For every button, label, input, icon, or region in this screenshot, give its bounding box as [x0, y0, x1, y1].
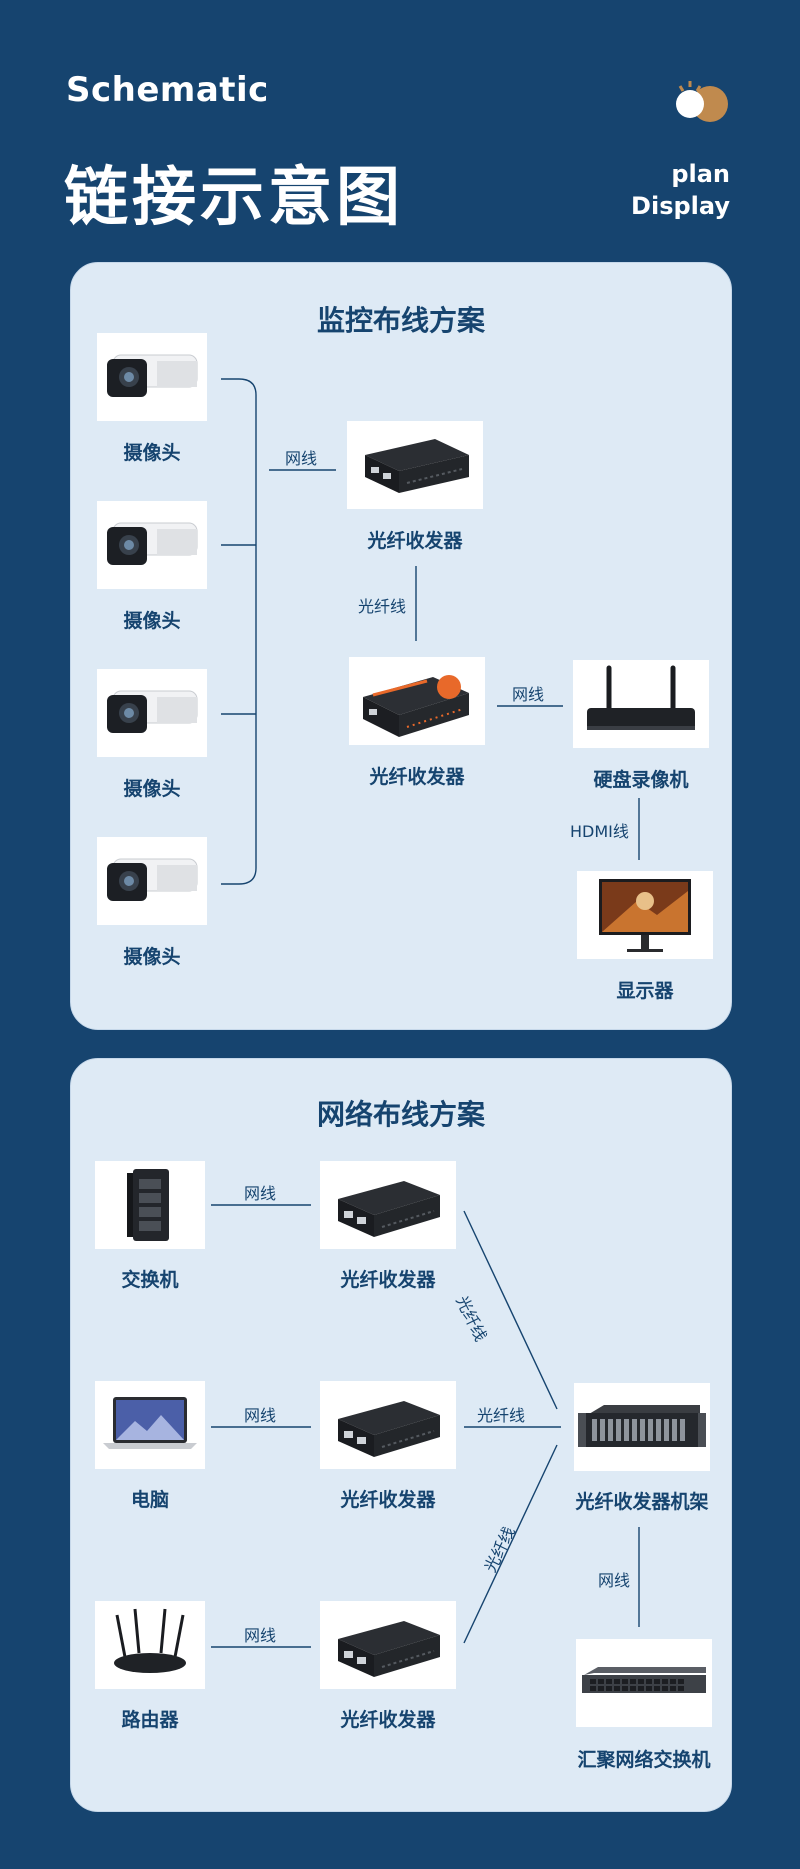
display-line: Display: [631, 192, 730, 220]
transceiver-rack-icon: [578, 1405, 706, 1447]
switch-image: [95, 1161, 205, 1249]
edge-label-fiber-3: 光纤线: [480, 1523, 519, 1576]
edge-label-net-2: 网线: [244, 1406, 277, 1425]
page-title: 链接示意图: [64, 161, 404, 235]
fiber-transceiver-icon: [338, 1181, 440, 1237]
transceiver-top-label: 光纤收发器: [367, 530, 463, 552]
camera-label-1: 摄像头: [123, 442, 181, 464]
nvr-icon: [587, 665, 695, 730]
camera-bracket: [221, 378, 257, 885]
edge-label-network: 网线: [285, 449, 318, 468]
transceiver-3-label: 光纤收发器: [340, 1709, 436, 1731]
router-icon: [114, 1608, 186, 1673]
header-subtitle: Schematic: [66, 70, 269, 110]
monitoring-panel: 监控布线方案 摄像头 摄像头: [70, 262, 732, 1030]
edge-label-hdmi: HDMI线: [570, 822, 629, 841]
fiber-transceiver-icon: [338, 1401, 440, 1457]
camera-icon: [107, 858, 198, 901]
edge-label-fiber: 光纤线: [358, 597, 407, 616]
core-switch-label: 汇聚网络交换机: [577, 1749, 711, 1771]
camera-label-4: 摄像头: [123, 946, 181, 968]
network-title: 网络布线方案: [316, 1098, 485, 1131]
laptop-icon: [103, 1397, 197, 1449]
router-label: 路由器: [121, 1709, 179, 1731]
edge-label-network-2: 网线: [512, 685, 545, 704]
monitor-icon: [599, 879, 691, 952]
nvr-label: 硬盘录像机: [593, 769, 689, 791]
core-switch-image: [576, 1639, 712, 1727]
switch-label: 交换机: [121, 1269, 179, 1291]
camera-label-2: 摄像头: [123, 610, 181, 632]
camera-icon: [107, 354, 198, 397]
transceiver-2-label: 光纤收发器: [340, 1489, 436, 1511]
camera-image: [97, 501, 207, 589]
transceiver-image: [320, 1601, 456, 1689]
network-panel: 网络布线方案 交换机 网线 光纤收发器 光纤线: [70, 1058, 732, 1812]
edge-label-fiber-1: 光纤线: [452, 1292, 491, 1345]
transceiver-1-label: 光纤收发器: [340, 1269, 436, 1291]
edge-label-net-3: 网线: [244, 1626, 277, 1645]
transceiver-image: [347, 421, 483, 509]
transceiver-image: [349, 657, 485, 745]
camera-label-3: 摄像头: [123, 778, 181, 800]
brand-dots-icon: [676, 81, 728, 122]
fiber-transceiver-icon: [365, 439, 469, 493]
industrial-switch-icon: [127, 1169, 169, 1241]
network-switch-icon: [582, 1667, 706, 1693]
rack-label: 光纤收发器机架: [575, 1491, 709, 1513]
camera-image: [97, 669, 207, 757]
transceiver-bottom-label: 光纤收发器: [369, 766, 465, 788]
camera-icon: [107, 522, 198, 565]
camera-image: [97, 837, 207, 925]
fiber-transceiver-icon: [338, 1621, 440, 1677]
router-image: [95, 1601, 205, 1689]
edge-label-net-1: 网线: [244, 1184, 277, 1203]
edge-label-net-rack: 网线: [598, 1571, 631, 1590]
pc-label: 电脑: [130, 1489, 169, 1511]
pc-image: [95, 1381, 205, 1469]
transceiver-image: [320, 1161, 456, 1249]
nvr-image: [573, 660, 709, 748]
rack-image: [574, 1383, 710, 1471]
fiber-transceiver-orange-icon: [363, 675, 469, 737]
monitoring-title: 监控布线方案: [316, 304, 485, 337]
transceiver-image: [320, 1381, 456, 1469]
edge-label-fiber-2: 光纤线: [477, 1406, 526, 1425]
plan-line: plan: [671, 160, 730, 188]
camera-image: [97, 333, 207, 421]
camera-icon: [107, 690, 198, 733]
monitor-image: [577, 871, 713, 959]
plan-display-label: plan Display: [631, 158, 730, 222]
monitor-label: 显示器: [616, 980, 674, 1002]
